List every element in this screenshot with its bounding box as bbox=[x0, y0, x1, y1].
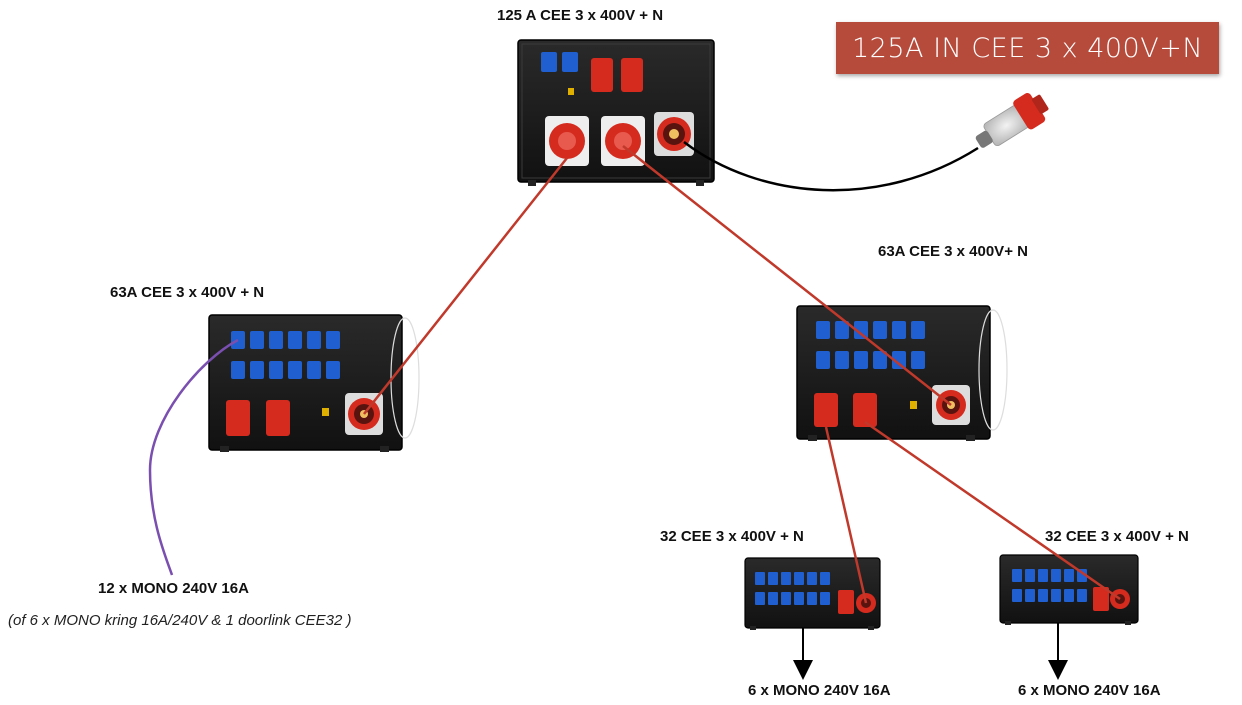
mono-bottom-1-label: 6 x MONO 240V 16A bbox=[748, 682, 891, 699]
schuko-socket-icon bbox=[755, 572, 830, 605]
right-63a-box bbox=[796, 305, 1008, 441]
cable-right-to-small-1 bbox=[824, 426, 868, 604]
cee-plug-icon bbox=[975, 92, 1049, 148]
small-32a-box-2 bbox=[999, 554, 1139, 625]
small-32a-box-1 bbox=[744, 557, 881, 630]
schuko-socket-icon bbox=[231, 331, 340, 379]
mono-bottom-2-label: 6 x MONO 240V 16A bbox=[1018, 682, 1161, 699]
main-125a-box bbox=[517, 39, 715, 186]
small-box-2-label: 32 CEE 3 x 400V + N bbox=[1045, 528, 1189, 545]
schuko-socket-icon bbox=[541, 52, 578, 72]
main-box-label: 125 A CEE 3 x 400V + N bbox=[497, 7, 664, 24]
input-banner: 125A IN CEE 3 x 400V+N bbox=[836, 22, 1219, 74]
input-cable bbox=[683, 141, 979, 192]
right-box-label: 63A CEE 3 x 400V+ N bbox=[878, 243, 1028, 260]
cee-socket-icon bbox=[545, 116, 589, 166]
cee-inlet-icon bbox=[654, 112, 694, 156]
cable-main-to-left bbox=[363, 157, 568, 415]
left-box-label: 63A CEE 3 x 400V + N bbox=[110, 284, 265, 301]
schuko-socket-icon bbox=[816, 321, 925, 369]
key-switch-icon bbox=[568, 88, 574, 95]
schuko-socket-icon bbox=[1012, 569, 1087, 602]
mono-cable-left bbox=[148, 338, 239, 576]
small-box-1-label: 32 CEE 3 x 400V + N bbox=[660, 528, 804, 545]
cable-right-to-small-2 bbox=[864, 420, 1121, 601]
cable-main-to-right bbox=[622, 145, 952, 406]
mono-left-note: (of 6 x MONO kring 16A/240V & 1 doorlink… bbox=[8, 612, 352, 629]
mono-left-label: 12 x MONO 240V 16A bbox=[98, 580, 249, 597]
